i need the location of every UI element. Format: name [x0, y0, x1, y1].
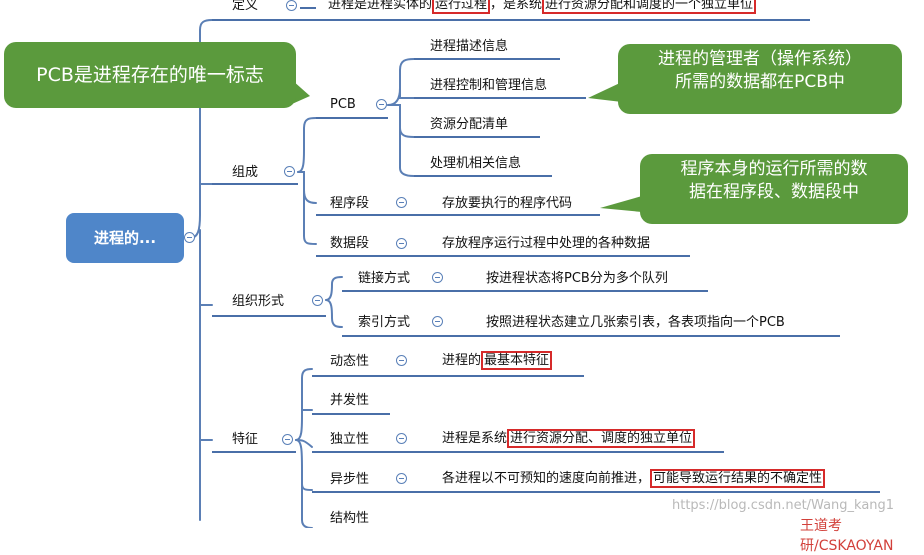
collapse-definition-icon[interactable]: [286, 0, 297, 11]
collapse-root-icon[interactable]: [184, 232, 195, 243]
root-label: 进程的...: [93, 229, 157, 247]
callout-program-line2: 据在程序段、数据段中: [689, 182, 859, 202]
link-text: 按进程状态将PCB分为多个队列: [486, 271, 668, 286]
collapse-independent-icon[interactable]: [396, 433, 407, 444]
independent-text: 进程是系统进行资源分配、调度的独立单位: [442, 429, 696, 448]
collapse-composition-icon[interactable]: [284, 166, 295, 177]
link-label: 链接方式: [358, 271, 411, 286]
callout-pcb-unique: PCB是进程存在的唯一标志: [4, 42, 296, 108]
callout-manager-line1: 进程的管理者（操作系统）: [658, 49, 862, 69]
structural-label: 结构性: [330, 511, 370, 526]
dynamic-label: 动态性: [330, 354, 370, 369]
index-text: 按照进程状态建立几张索引表，各表项指向一个PCB: [486, 315, 785, 330]
data-segment-label: 数据段: [330, 236, 370, 251]
dynamic-text: 进程的最基本特征: [442, 351, 553, 370]
pcb-item-3: 资源分配清单: [430, 117, 509, 132]
callout-manager-line2: 所需的数据都在PCB中: [675, 72, 845, 92]
mindmap-connectors: [189, 7, 880, 528]
definition-text: 进程是进程实体的运行过程，是系统进行资源分配和调度的一个独立单位: [328, 0, 757, 14]
organization-label: 组织形式: [232, 294, 285, 309]
callout-program-line1: 程序本身的运行所需的数: [680, 159, 868, 179]
collapse-organization-icon[interactable]: [312, 295, 323, 306]
concurrent-label: 并发性: [330, 393, 370, 408]
pcb-label: PCB: [330, 97, 356, 112]
features-label: 特征: [232, 432, 259, 447]
program-segment-label: 程序段: [330, 196, 370, 211]
watermark-url: https://blog.csdn.net/Wang_kang1: [672, 498, 895, 513]
collapse-features-icon[interactable]: [282, 434, 293, 445]
watermark-brand: 王道考研/CSKAOYAN: [800, 518, 894, 554]
data-segment-text: 存放程序运行过程中处理的各种数据: [442, 236, 651, 251]
pcb-item-2: 进程控制和管理信息: [430, 78, 548, 93]
pcb-item-1: 进程描述信息: [430, 39, 509, 54]
collapse-dynamic-icon[interactable]: [396, 355, 407, 366]
collapse-data-segment-icon[interactable]: [396, 238, 407, 249]
pcb-item-4: 处理机相关信息: [430, 156, 522, 171]
root-node[interactable]: 进程的...: [66, 213, 184, 263]
program-segment-text: 存放要执行的程序代码: [442, 196, 573, 211]
collapse-asynchronous-icon[interactable]: [396, 473, 407, 484]
callout-pointers: [292, 80, 642, 212]
asynchronous-text: 各进程以不可预知的速度向前推进，可能导致运行结果的不确定性: [442, 469, 826, 488]
collapse-link-icon[interactable]: [432, 272, 443, 283]
index-label: 索引方式: [358, 315, 411, 330]
callout-manager: 进程的管理者（操作系统） 所需的数据都在PCB中: [618, 44, 902, 114]
independent-label: 独立性: [330, 432, 370, 447]
collapse-index-icon[interactable]: [432, 316, 443, 327]
callout-pcb-unique-text: PCB是进程存在的唯一标志: [36, 64, 264, 86]
definition-label: 定义: [232, 0, 259, 13]
collapse-program-segment-icon[interactable]: [396, 197, 407, 208]
callout-program-data: 程序本身的运行所需的数 据在程序段、数据段中: [640, 154, 908, 224]
composition-label: 组成: [232, 165, 259, 180]
asynchronous-label: 异步性: [330, 472, 370, 487]
collapse-pcb-icon[interactable]: [376, 99, 387, 110]
